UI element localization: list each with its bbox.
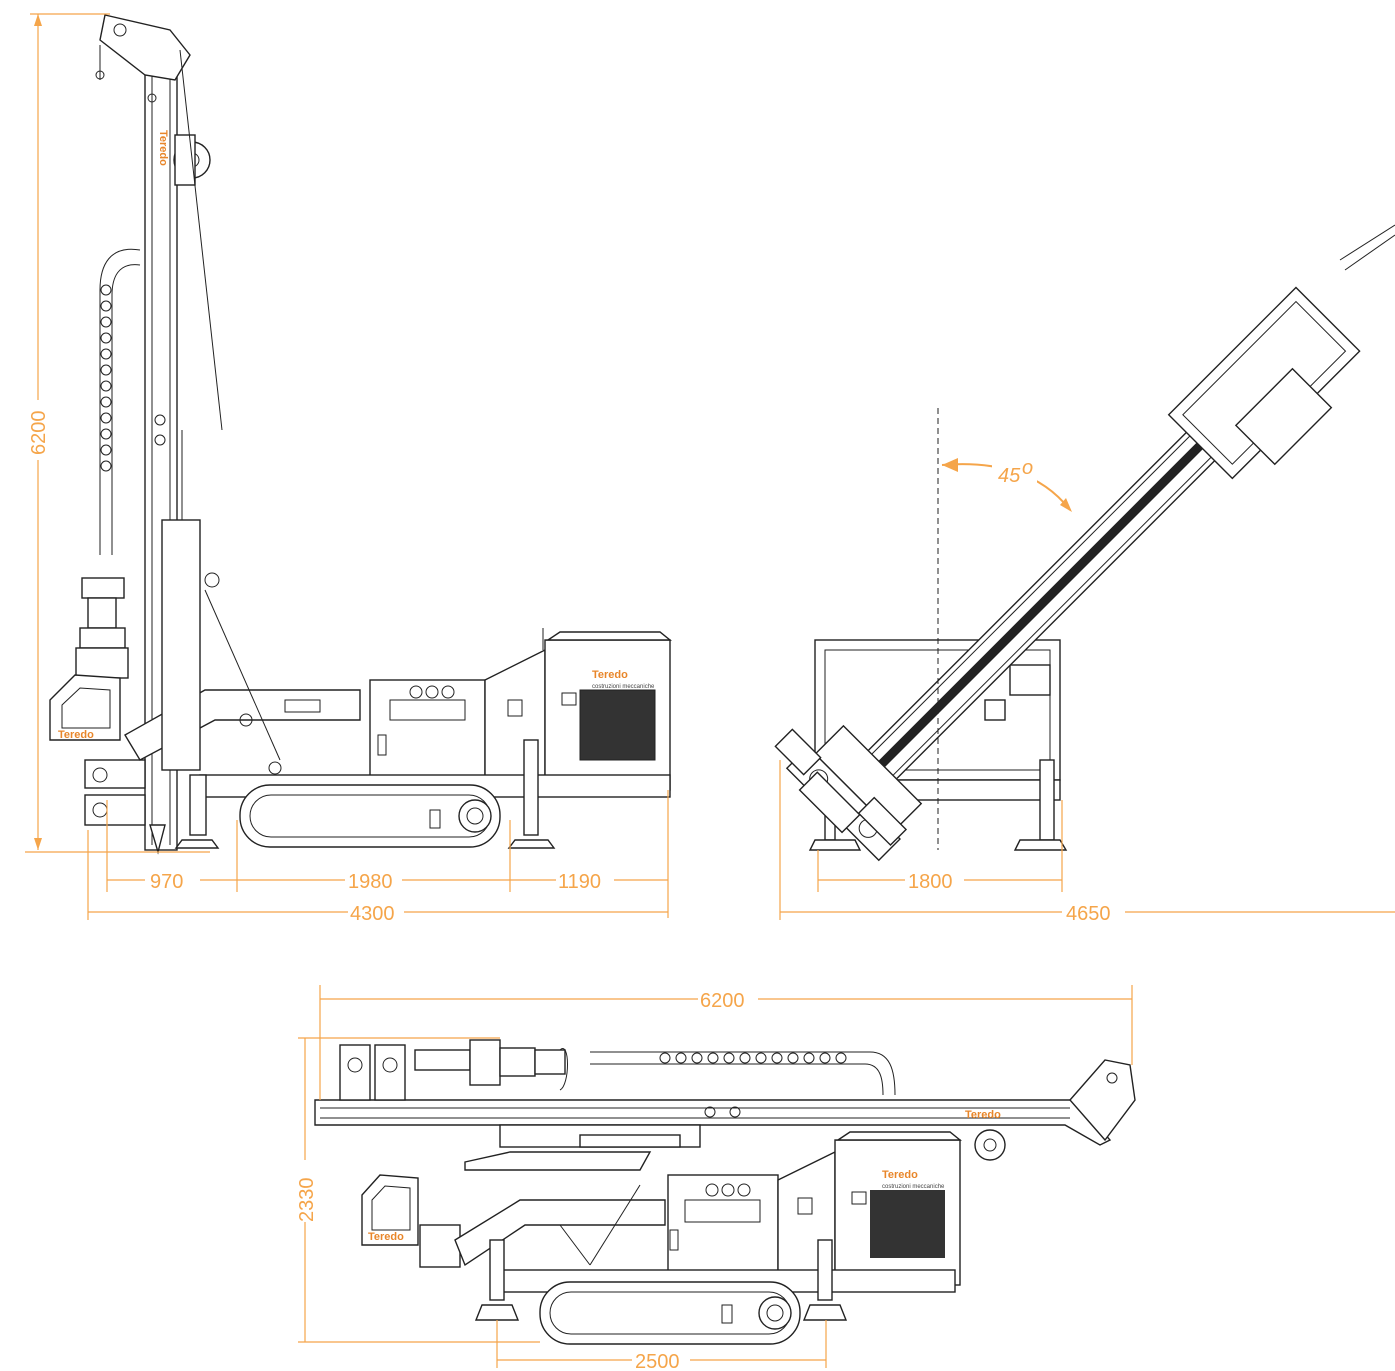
side-segment-3-label: 1190: [558, 871, 601, 893]
transport-view: Teredo Teredo: [314, 1039, 1136, 1345]
transport-cable-chain-links: [659, 1052, 847, 1064]
mast-logo-text: Teredo: [157, 130, 169, 166]
transport-engine-logo-tagline: costruzioni meccaniche: [882, 1184, 945, 1190]
transport-clamp-logo-text: Teredo: [368, 1231, 404, 1243]
front-track-width-label: 1800: [908, 871, 953, 893]
transport-track-length-label: 2500: [635, 1351, 680, 1371]
clamp-logo-text: Teredo: [58, 729, 94, 741]
transport-height-label: 2330: [296, 1178, 318, 1223]
inclined-mast: [785, 286, 1361, 862]
transport-mast-logo-text: Teredo: [965, 1109, 1001, 1121]
front-total-width-label: 4650: [1066, 903, 1111, 925]
side-view-dimensions: 6200 970 1980 1190 4300: [25, 13, 669, 925]
engine-logo-text: Teredo: [592, 669, 628, 681]
angle-unit: o: [1022, 457, 1033, 479]
transport-view-dimensions: 6200 2330 2500: [296, 985, 1133, 1371]
side-segment-1-label: 970: [150, 871, 183, 893]
front-view: 45 o: [774, 224, 1395, 862]
angle-label: 45: [998, 465, 1021, 487]
front-view-dimensions: 1800 4650: [779, 760, 1395, 925]
side-segment-2-label: 1980: [348, 871, 393, 893]
side-view: Teredo Teredo: [49, 14, 672, 855]
side-height-label: 6200: [28, 411, 50, 456]
transport-engine-logo-text: Teredo: [882, 1169, 918, 1181]
transport-length-label: 6200: [700, 990, 745, 1012]
engine-logo-tagline: costruzioni meccaniche: [592, 684, 655, 690]
side-total-length-label: 4300: [350, 903, 395, 925]
cable-chain-links: [100, 284, 112, 472]
